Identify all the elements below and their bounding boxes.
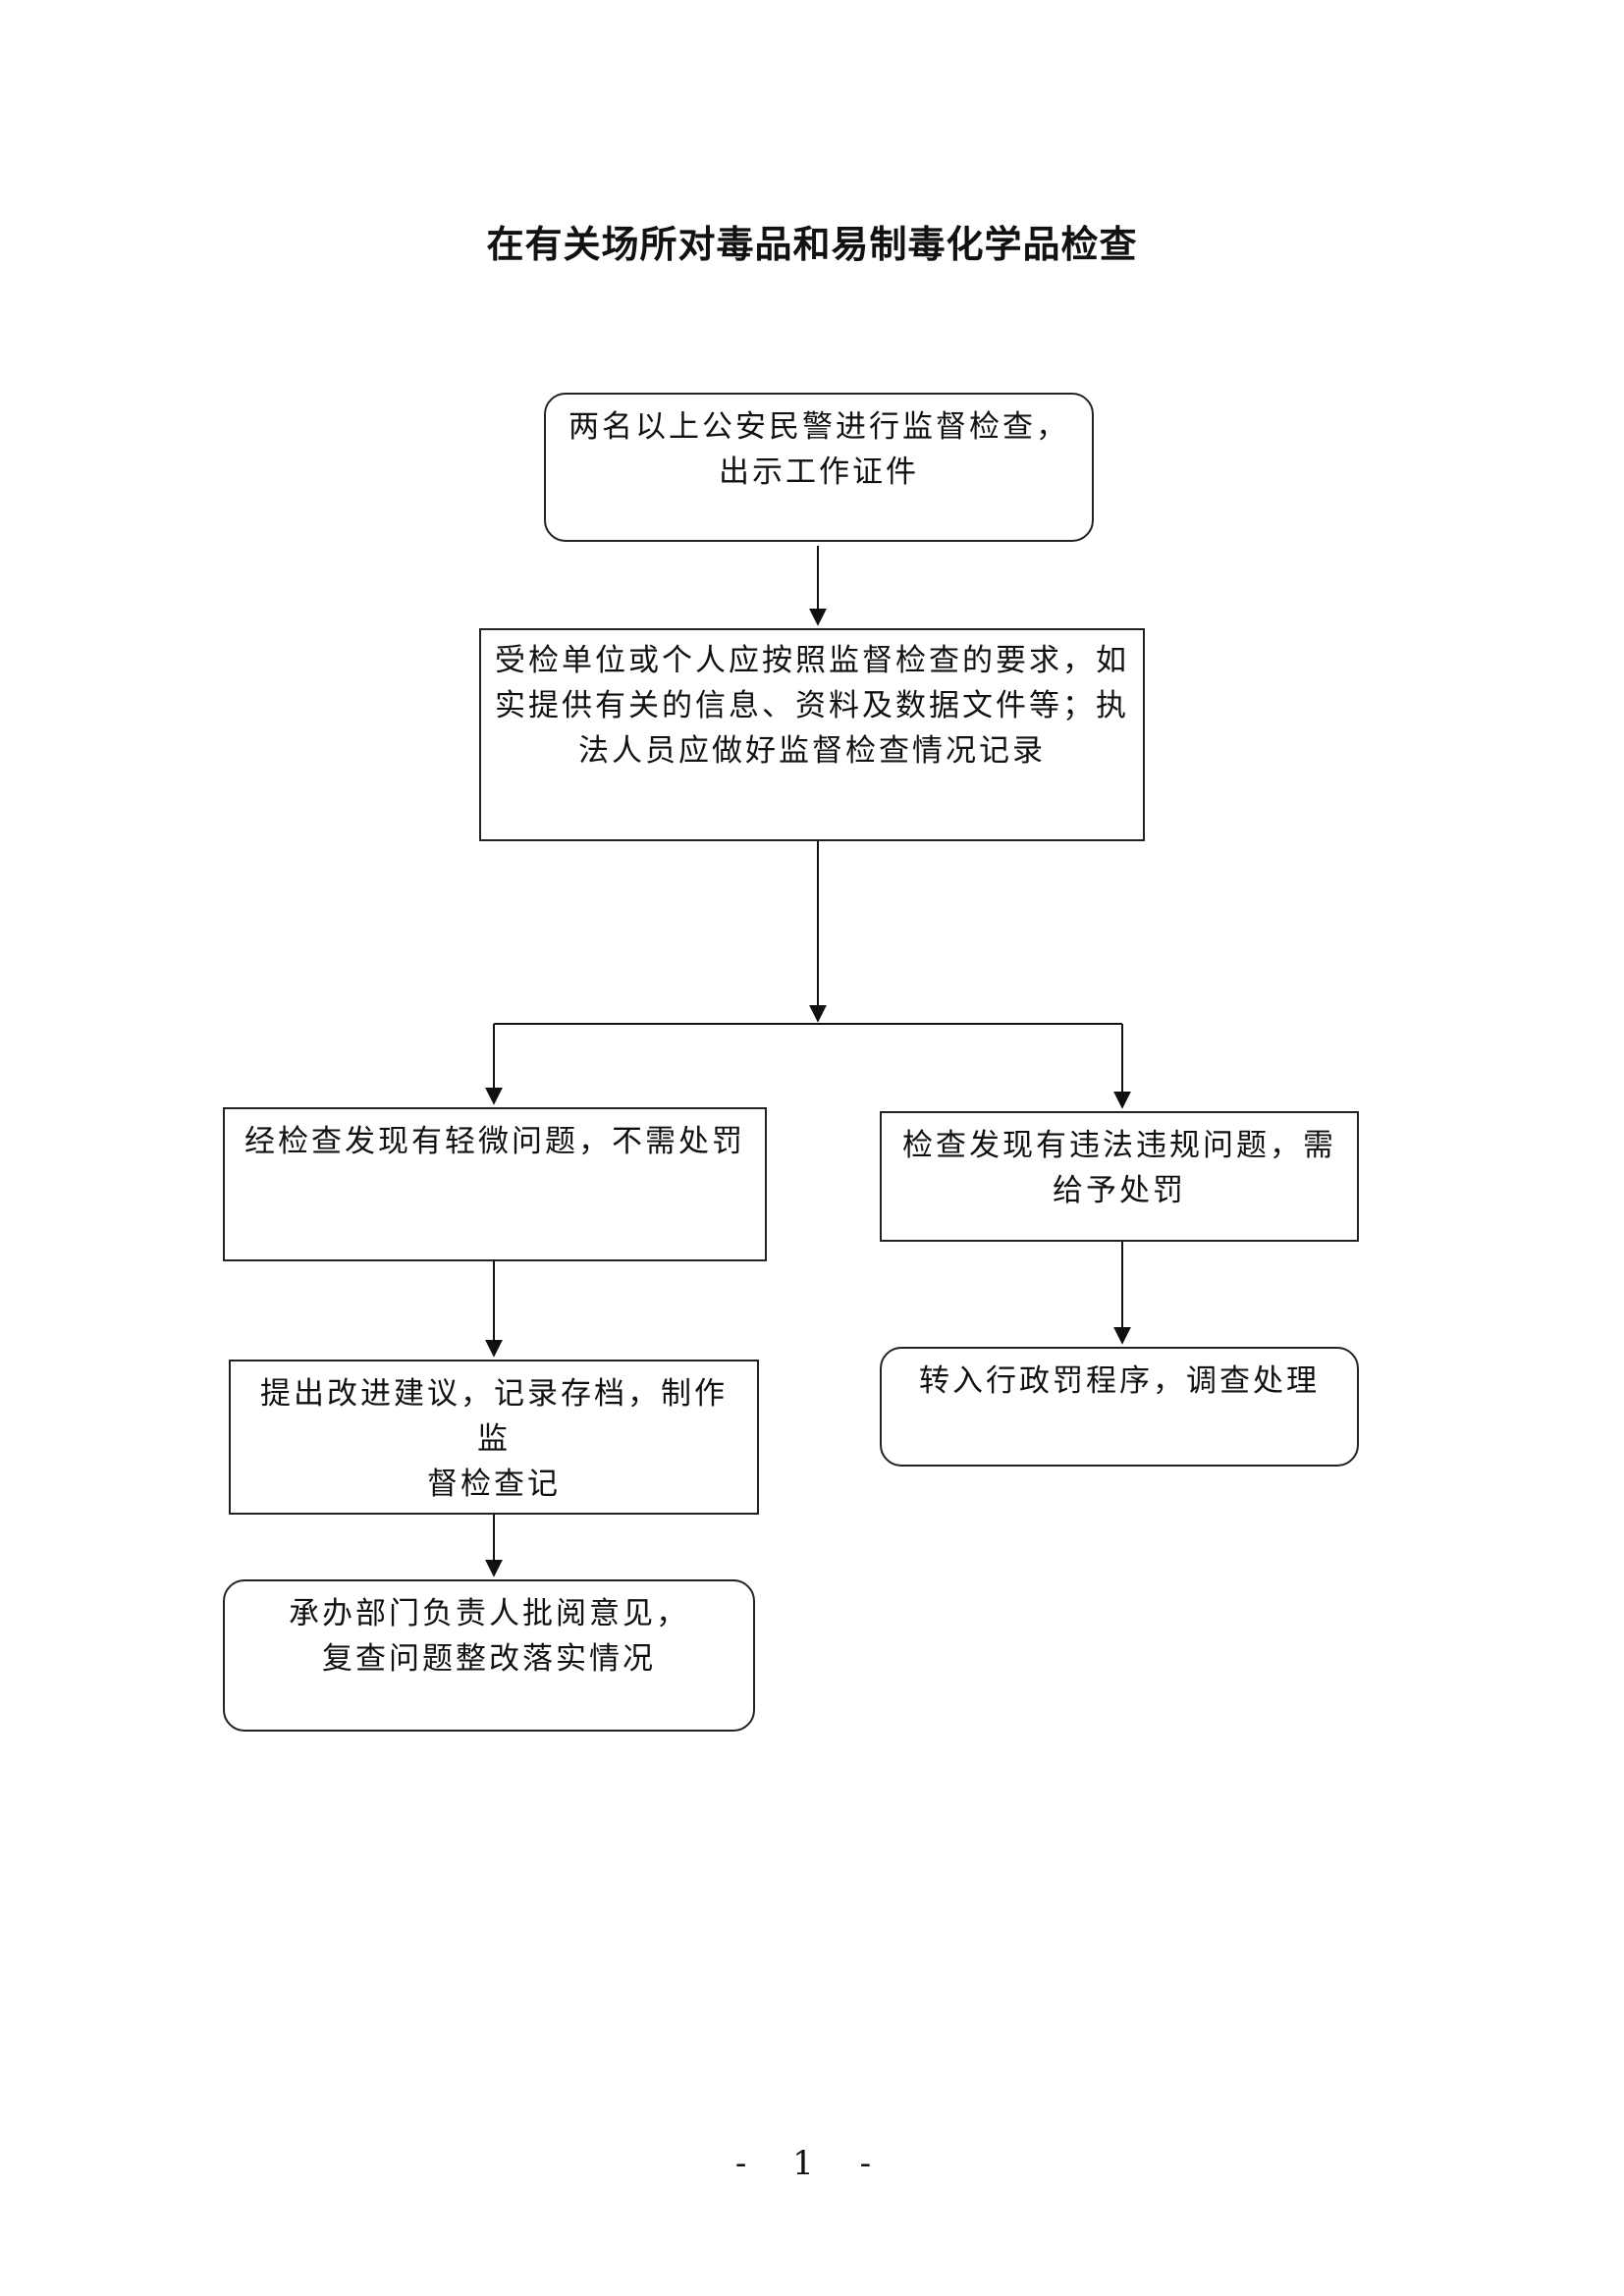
node-violation: 检查发现有违法违规问题，需 给予处罚 <box>880 1111 1359 1242</box>
node-violation-line2: 给予处罚 <box>1053 1173 1186 1208</box>
node-provide: 受检单位或个人应按照监督检查的要求，如 实提供有关的信息、资料及数据文件等；执 … <box>479 628 1145 841</box>
node-start-line1: 两名以上公安民警进行监督检查， <box>568 409 1069 445</box>
node-suggest-line2: 督检查记 <box>427 1467 561 1502</box>
page-number: - 1 - <box>734 2144 890 2183</box>
node-approve-line1: 承办部门负责人批阅意见， <box>289 1596 689 1631</box>
node-suggest-line1: 提出改进建议，记录存档，制作监 <box>260 1376 728 1457</box>
node-penalty-line1: 转入行政罚程序，调查处理 <box>919 1363 1320 1399</box>
node-minor-issue-line1: 经检查发现有轻微问题，不需处罚 <box>244 1124 745 1159</box>
node-violation-line1: 检查发现有违法违规问题，需 <box>902 1128 1336 1163</box>
node-minor-issue: 经检查发现有轻微问题，不需处罚 <box>223 1107 767 1261</box>
page-title: 在有关场所对毒品和易制毒化学品检查 <box>486 222 1138 266</box>
node-provide-line1: 受检单位或个人应按照监督检查的要求，如 <box>495 643 1129 678</box>
node-penalty: 转入行政罚程序，调查处理 <box>880 1347 1359 1467</box>
node-provide-line2: 实提供有关的信息、资料及数据文件等；执 <box>495 688 1129 723</box>
node-start-line2: 出示工作证件 <box>719 454 919 490</box>
node-approve-line2: 复查问题整改落实情况 <box>322 1641 656 1677</box>
node-approve: 承办部门负责人批阅意见， 复查问题整改落实情况 <box>223 1579 755 1732</box>
node-suggest: 提出改进建议，记录存档，制作监 督检查记 <box>229 1360 759 1515</box>
node-provide-line3: 法人员应做好监督检查情况记录 <box>578 733 1046 769</box>
node-start: 两名以上公安民警进行监督检查， 出示工作证件 <box>544 393 1094 542</box>
